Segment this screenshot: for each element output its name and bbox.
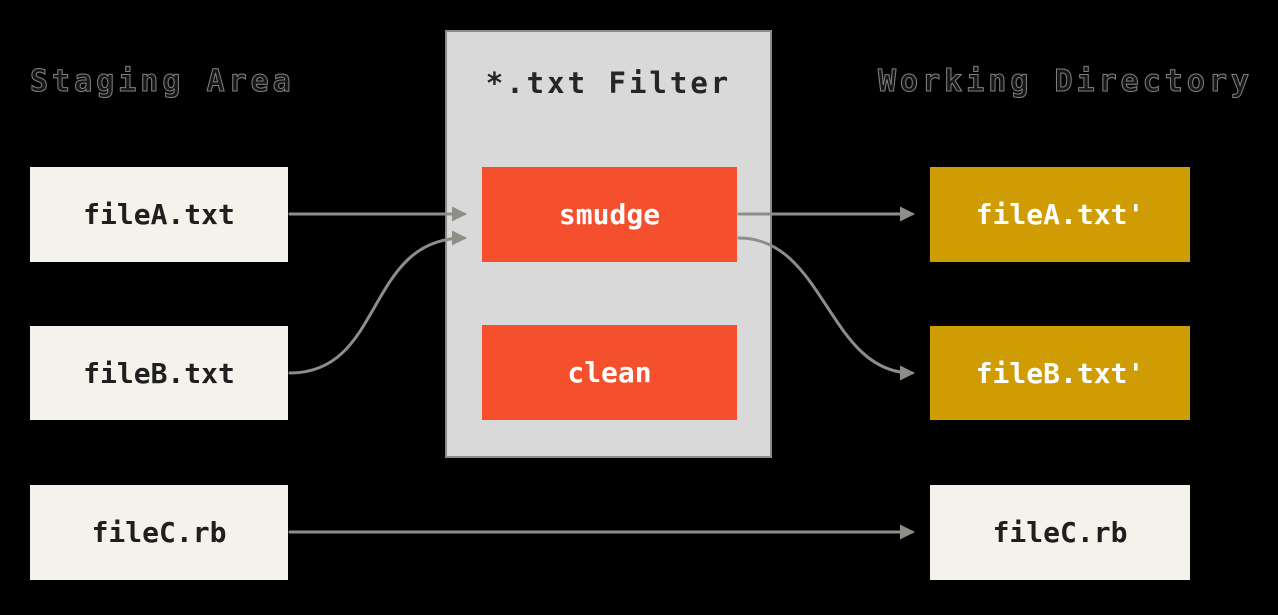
node-clean: clean	[482, 325, 737, 420]
node-working-fileA-modified: fileA.txt'	[930, 167, 1190, 262]
node-staging-fileB: fileB.txt	[30, 326, 288, 420]
arrow-fileB-to-smudge	[288, 230, 467, 375]
node-staging-fileA: fileA.txt	[30, 167, 288, 262]
working-directory-title: Working Directory	[878, 64, 1254, 100]
node-working-fileB-modified: fileB.txt'	[930, 326, 1190, 420]
txt-filter-title: *.txt Filter	[485, 66, 732, 100]
node-staging-fileC: fileC.rb	[30, 485, 288, 580]
node-smudge: smudge	[482, 167, 737, 262]
node-working-fileC: fileC.rb	[930, 485, 1190, 580]
staging-area-title: Staging Area	[30, 64, 295, 100]
